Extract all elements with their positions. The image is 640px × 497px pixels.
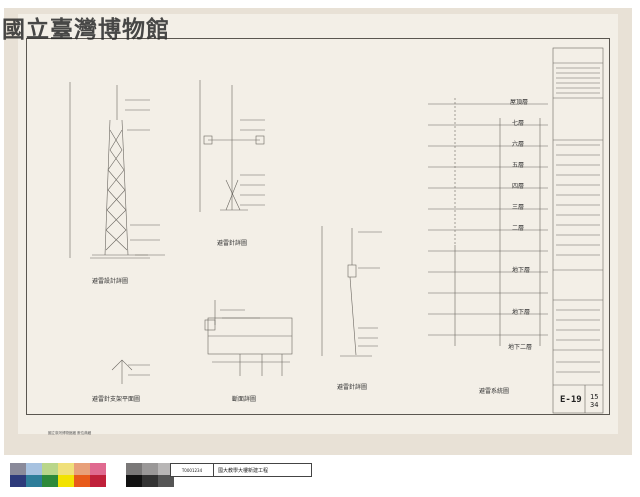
floor-label: 六層 [512, 141, 525, 148]
color-swatch [42, 463, 58, 475]
gray-swatch-row [126, 475, 174, 487]
drawing-frame [26, 38, 610, 415]
page-total: 34 [590, 401, 599, 409]
gray-swatch [142, 463, 158, 475]
gray-swatch [126, 463, 142, 475]
archive-title: 國大教學大樓新建工程 [218, 467, 269, 474]
color-swatch [10, 475, 26, 487]
caption-bracket: 避雷針詳圖 [217, 240, 248, 247]
gray-swatch [142, 475, 158, 487]
caption-tower: 避雷設計詳圖 [92, 278, 129, 285]
color-swatch [42, 475, 58, 487]
caption-mast: 避雷針詳圖 [337, 384, 368, 391]
gray-swatch [126, 475, 142, 487]
color-swatch-row [10, 463, 106, 475]
museum-watermark: 國立臺灣博物館 [2, 16, 170, 43]
floor-label: 五層 [512, 162, 525, 169]
color-swatch [74, 463, 90, 475]
color-swatch-row [10, 475, 106, 487]
page-current: 15 [590, 393, 599, 401]
floor-label: 地下層 [512, 267, 531, 274]
color-swatch [26, 475, 42, 487]
floor-label: 屋頂層 [510, 99, 529, 106]
archive-code: T0001234 [171, 464, 214, 476]
drawing-credit: 國立臺灣博物館藏 數位典藏 [48, 431, 92, 435]
archive-label: T0001234 國大教學大樓新建工程 [170, 463, 312, 477]
color-swatch [10, 463, 26, 475]
caption-section: 斷面詳圖 [232, 396, 257, 403]
color-calibration-strip [10, 463, 106, 487]
floor-label: 地下層 [512, 309, 531, 316]
floor-label: 七層 [512, 120, 525, 127]
gray-swatch-row [126, 463, 174, 475]
color-swatch [74, 475, 90, 487]
gray-swatch [158, 475, 174, 487]
color-swatch [58, 475, 74, 487]
caption-plan: 避雷針支架平面圖 [92, 396, 141, 403]
page-number: 15 34 [590, 393, 598, 409]
color-swatch [90, 475, 106, 487]
color-swatch [58, 463, 74, 475]
sheet-id: E-19 [560, 395, 582, 405]
color-swatch [90, 463, 106, 475]
floor-label: 四層 [512, 183, 525, 190]
floor-label: 地下二層 [508, 344, 533, 351]
caption-floors: 避雷系統圖 [479, 388, 510, 395]
floor-label: 三層 [512, 204, 525, 211]
floor-label: 二層 [512, 225, 525, 232]
gray-calibration-strip [126, 463, 174, 487]
color-swatch [26, 463, 42, 475]
